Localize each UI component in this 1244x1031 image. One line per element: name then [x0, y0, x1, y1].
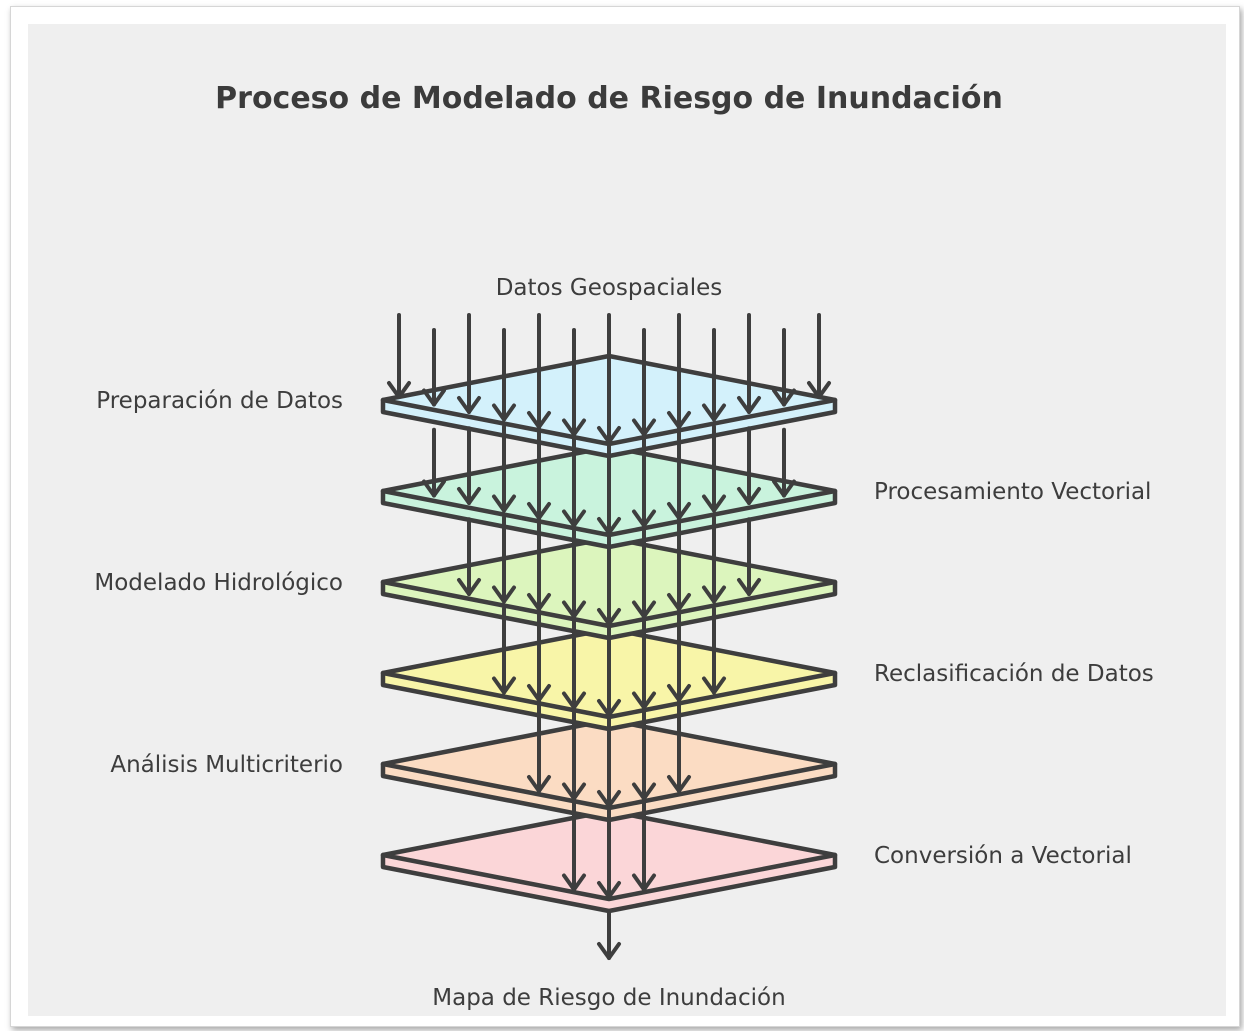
- flow-arrow: [562, 785, 586, 892]
- flow-arrow: [457, 517, 481, 597]
- flow-arrow: [772, 328, 796, 407]
- diagram-title: Proceso de Modelado de Riesgo de Inundac…: [215, 81, 1003, 116]
- flow-arrow: [772, 427, 796, 498]
- output-label: Mapa de Riesgo de Inundación: [432, 985, 785, 1011]
- flow-arrow: [737, 313, 761, 415]
- flow-arrow: [422, 427, 446, 498]
- flow-arrow: [632, 785, 656, 892]
- flow-arrow: [737, 426, 761, 506]
- flow-arrow: [807, 313, 831, 400]
- layer-label-5: Análisis Multicriterio: [110, 752, 343, 778]
- flow-arrow: [702, 424, 726, 513]
- layer-label-2: Procesamiento Vectorial: [874, 479, 1151, 505]
- flow-arrow: [492, 424, 516, 513]
- layer-label-3: Modelado Hidrológico: [94, 570, 343, 596]
- layer-label-6: Conversión a Vectorial: [874, 843, 1132, 869]
- flow-arrow: [702, 328, 726, 422]
- flow-arrow: [492, 606, 516, 695]
- output-flow-arrow: [597, 911, 621, 960]
- output-arrow: [597, 911, 621, 960]
- flow-arrow: [667, 696, 691, 794]
- flow-arrow: [492, 328, 516, 422]
- layer-label-1: Preparación de Datos: [96, 388, 343, 414]
- flow-arrow: [702, 606, 726, 695]
- flow-arrow: [422, 328, 446, 407]
- flow-arrow: [457, 313, 481, 415]
- layer-label-4: Reclasificación de Datos: [874, 661, 1154, 687]
- flow-arrow: [702, 515, 726, 604]
- flow-arrow: [492, 515, 516, 604]
- flow-arrow: [387, 313, 411, 400]
- flow-arrows: [387, 313, 831, 899]
- input-label: Datos Geospaciales: [496, 275, 723, 301]
- flow-arrow: [457, 426, 481, 506]
- flow-arrow: [527, 696, 551, 794]
- flow-arrow: [597, 784, 621, 899]
- flow-arrow: [737, 517, 761, 597]
